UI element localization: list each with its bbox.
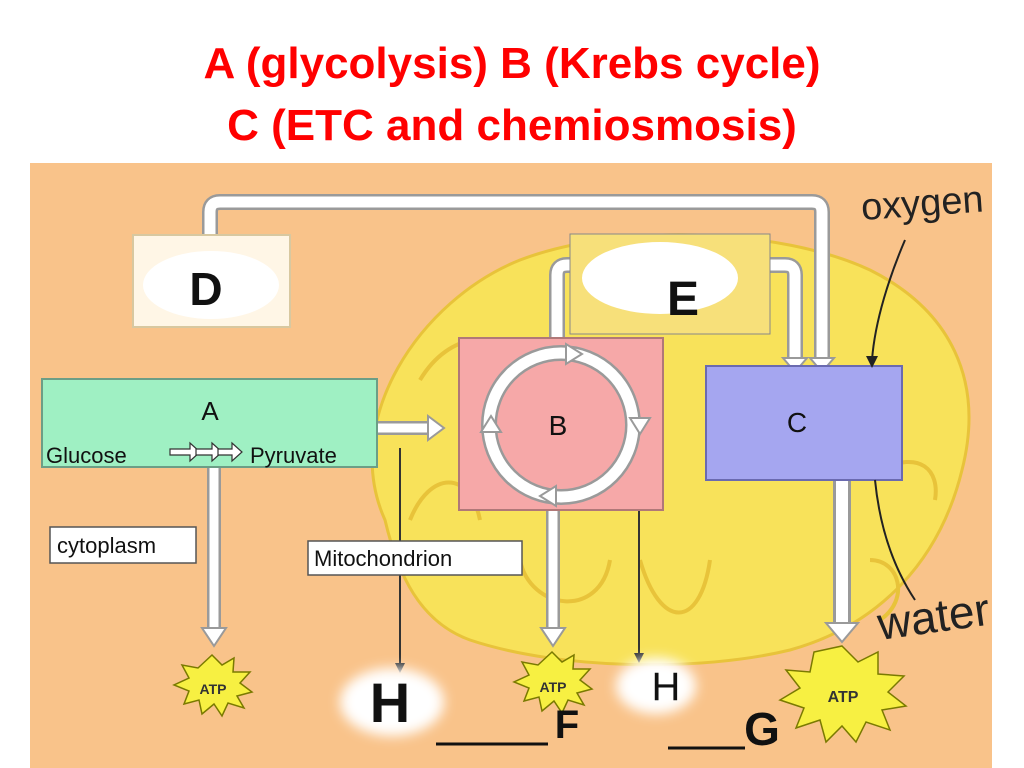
box-c-label: C (787, 407, 807, 438)
oxygen-label: oxygen (860, 179, 985, 229)
box-b-label: B (549, 410, 568, 441)
cytoplasm-tag (49, 526, 197, 564)
cytoplasm-label: cytoplasm (57, 533, 156, 558)
box-d-label: D (189, 263, 222, 315)
h-label-1: H (370, 671, 410, 734)
pyruvate-label: Pyruvate (250, 443, 337, 468)
atp-label-1: ATP (200, 681, 227, 697)
page-title-line-2: C (ETC and chemiosmosis) (227, 101, 797, 150)
water-line (874, 479, 916, 601)
atp-starburst-3 (778, 645, 908, 744)
mitochondrion-tag (307, 540, 523, 576)
box-e-label: E (667, 273, 699, 326)
box-c (705, 365, 903, 481)
oxygen-arrow (871, 239, 906, 361)
atp-label-2: ATP (540, 679, 567, 695)
mitochondrion-label: Mitochondrion (314, 546, 452, 571)
glucose-label: Glucose (46, 443, 127, 468)
f-label: F (555, 703, 579, 747)
atp-label-3: ATP (828, 689, 859, 706)
mitochondrion-cristae (408, 337, 938, 622)
atp-starburst-1 (172, 653, 254, 718)
h-label-2: H (652, 665, 681, 709)
glycolysis-arrows-icon (169, 441, 243, 463)
g-label: G (744, 703, 780, 755)
box-a-letter: A (201, 396, 219, 426)
atp-starburst-2 (512, 650, 594, 715)
page-title-line-1: A (glycolysis) B (Krebs cycle) (203, 39, 821, 88)
